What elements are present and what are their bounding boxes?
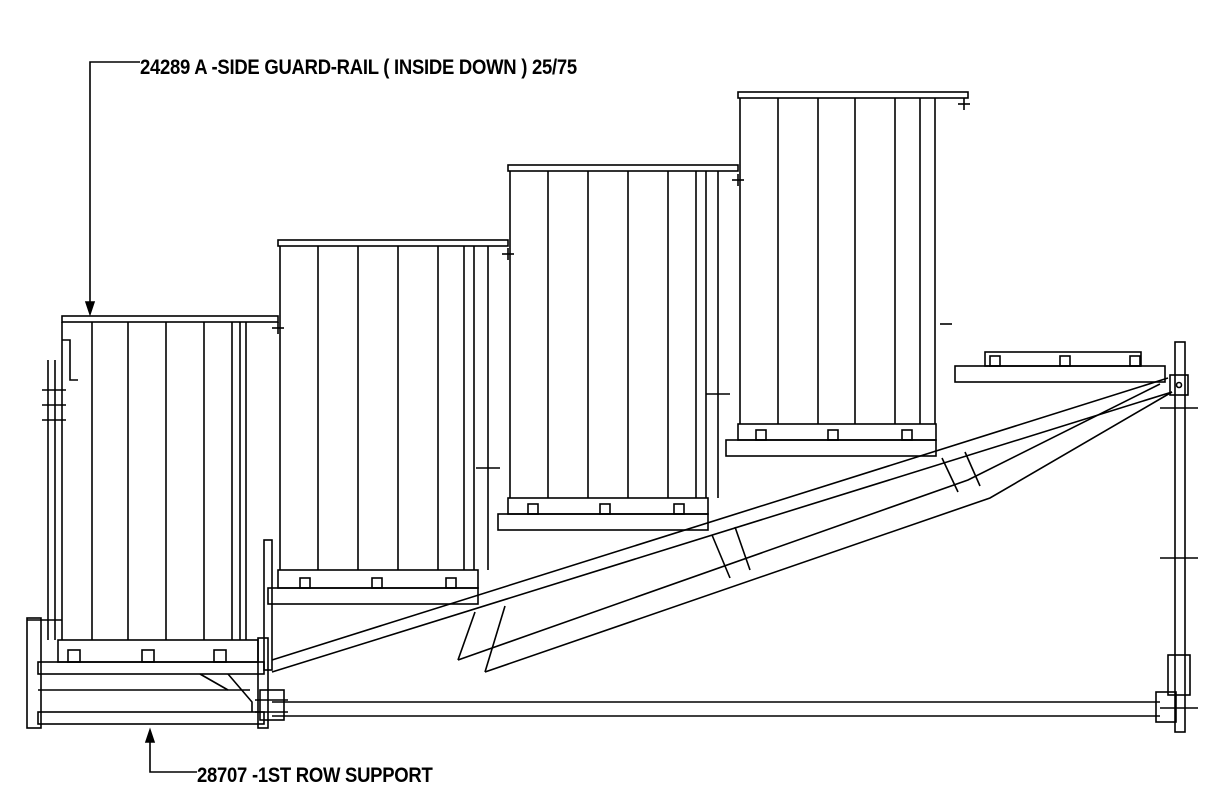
guard-rail-row-1 xyxy=(42,315,284,663)
top-deck xyxy=(954,351,1166,383)
guard-rail-callout-label: 24289 A -SIDE GUARD-RAIL ( INSIDE DOWN )… xyxy=(140,56,577,79)
bottom-frame xyxy=(255,341,1198,733)
guard-rail-row-4 xyxy=(725,91,970,457)
guard-rail-row-2 xyxy=(267,239,514,605)
row-support-callout-label: 28707 -1ST ROW SUPPORT xyxy=(197,764,433,787)
leader-lines xyxy=(84,61,197,773)
guard-rail-row-3 xyxy=(497,164,744,531)
